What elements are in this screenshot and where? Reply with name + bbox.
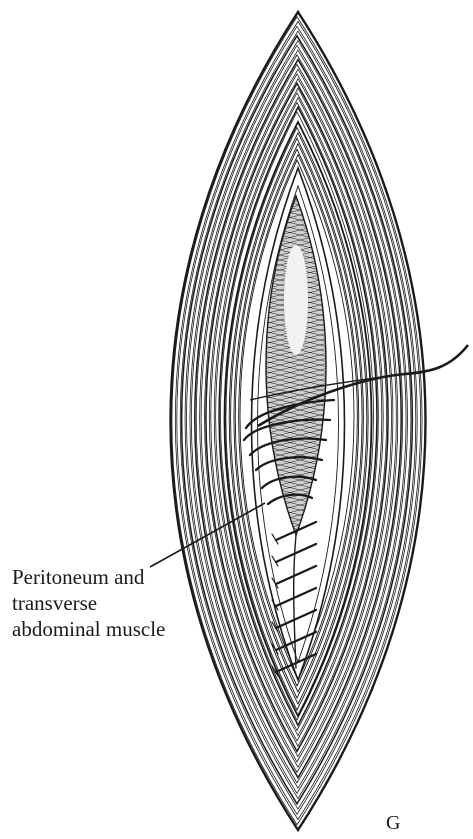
panel-letter: G (386, 812, 400, 834)
peritoneum-label: Peritoneum and transverse abdominal musc… (12, 564, 165, 642)
cavity-highlight (284, 245, 308, 355)
label-line-2: transverse (12, 590, 165, 616)
label-line-3: abdominal muscle (12, 616, 165, 642)
leader-line (150, 503, 265, 567)
label-line-1: Peritoneum and (12, 564, 165, 590)
